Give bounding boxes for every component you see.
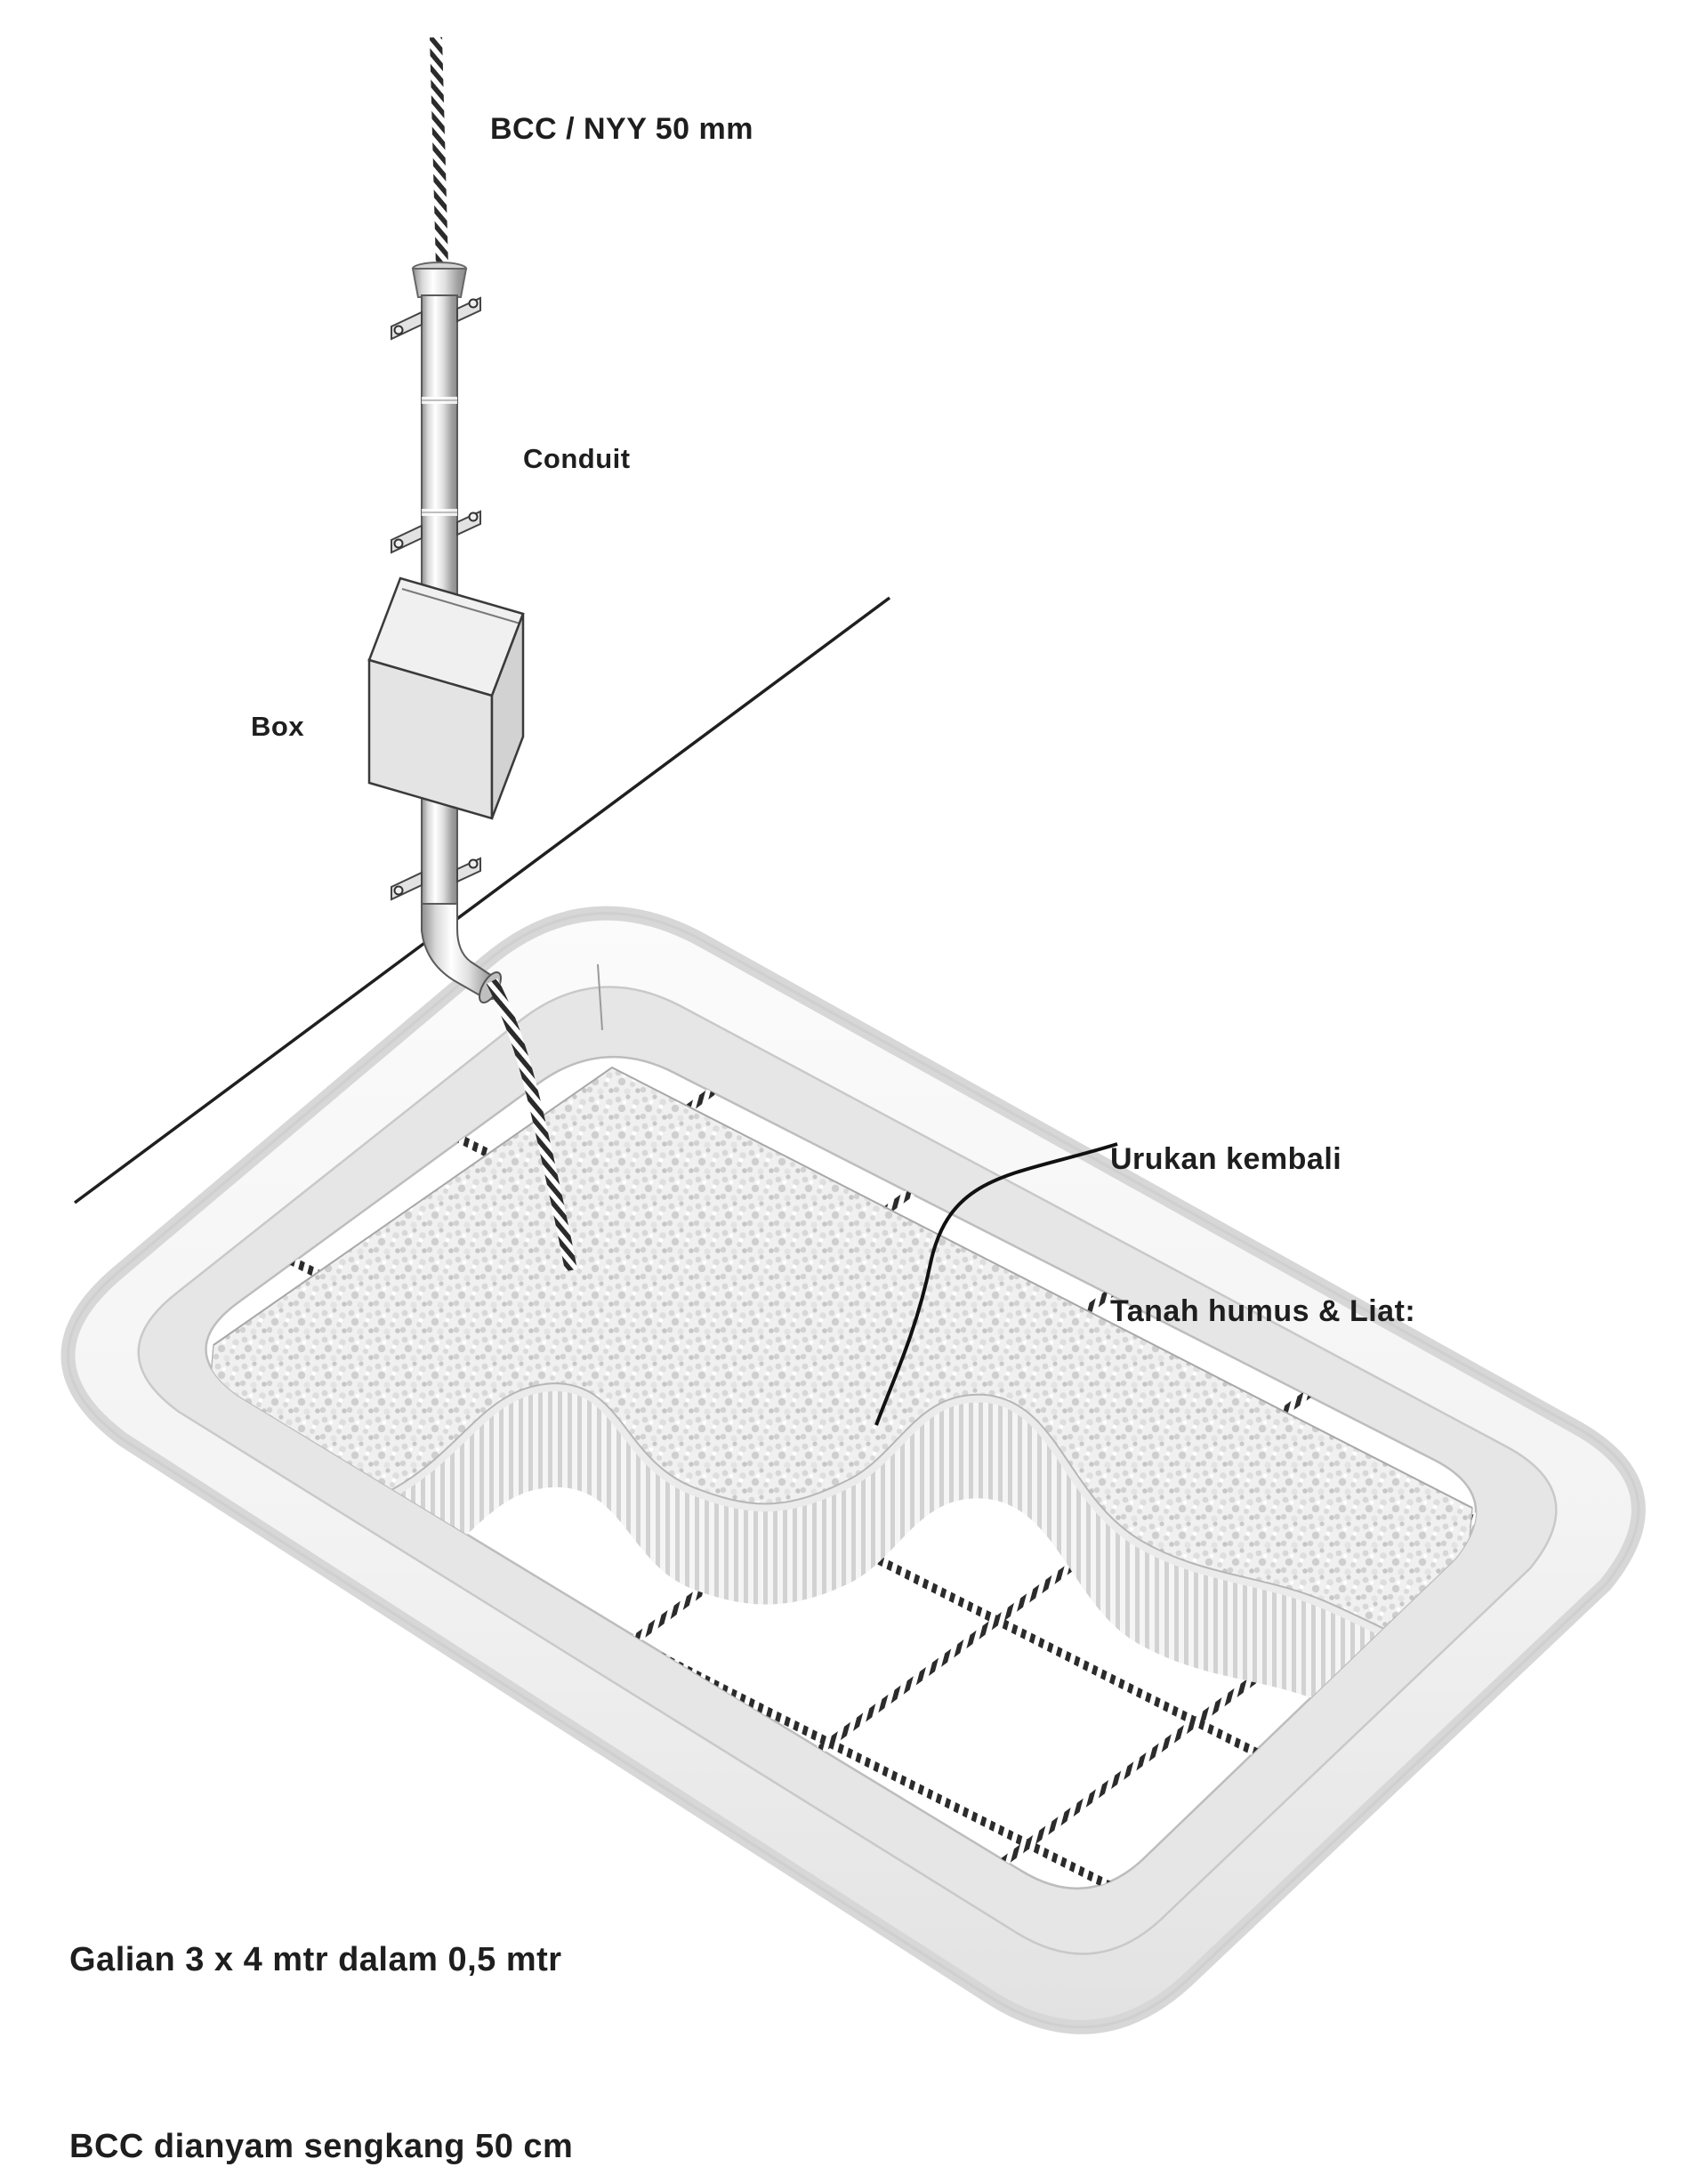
conduit-label: Conduit <box>523 443 631 474</box>
box-side-face <box>490 613 525 819</box>
bcc-cable-top <box>430 36 448 268</box>
backfill-leader-line <box>874 1142 1118 1426</box>
conduit-top-flare <box>411 268 468 298</box>
soil-backfill-texture <box>205 1067 1473 1663</box>
bench-corner-line <box>597 963 603 1031</box>
box-label: Box <box>251 711 305 742</box>
backfill-label-line1: Urukan kembali <box>1110 1142 1342 1176</box>
riser-assembly <box>367 36 577 1272</box>
conduit-clamp <box>391 296 481 341</box>
conduit-clamp <box>391 857 481 901</box>
excavation-note-line2: BCC dianyam sengkang 50 cm <box>69 2128 574 2165</box>
ground-level-line <box>73 596 891 1204</box>
junction-box <box>367 576 525 820</box>
backfill-label: Urukan kembali Tanah humus & Liat: <box>1110 1033 1415 1438</box>
bcc-cable-drop <box>486 978 577 1272</box>
pit-wall-edge <box>213 1066 1473 1509</box>
conduit-clamp <box>391 510 481 554</box>
cable-label: BCC / NYY 50 mm <box>490 112 753 146</box>
backfill-label-line2: Tanah humus & Liat: <box>1110 1294 1416 1328</box>
excavation-note: Galian 3 x 4 mtr dalam 0,5 mtr BCC diany… <box>69 1804 573 2175</box>
soil-cut-face <box>205 1382 1459 1766</box>
backfill-soil <box>205 1066 1473 1766</box>
box-lid-seam <box>401 588 521 624</box>
excavation-note-line1: Galian 3 x 4 mtr dalam 0,5 mtr <box>69 1941 562 1978</box>
pit-outer-rim-edge <box>67 912 1640 2029</box>
